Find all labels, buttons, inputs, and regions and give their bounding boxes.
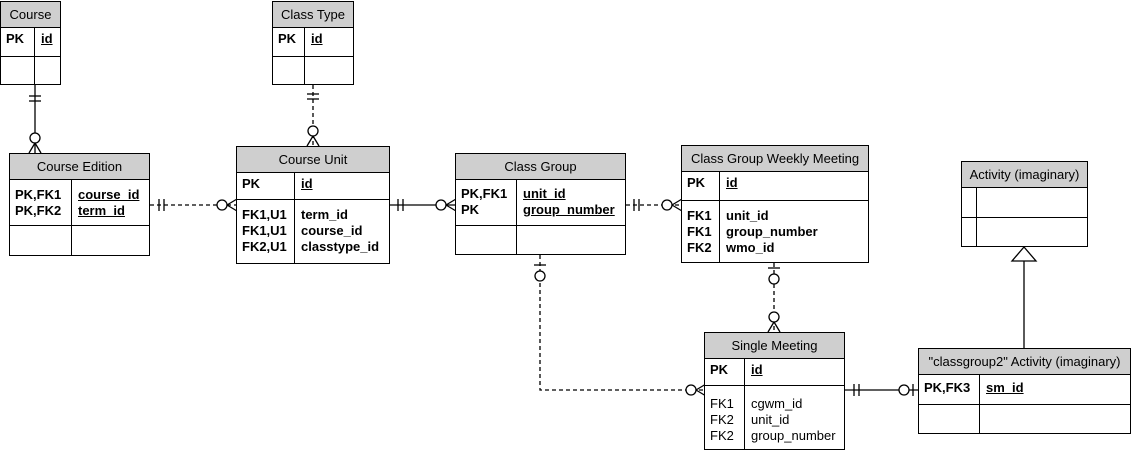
pk-column: PK (237, 173, 295, 199)
attr-column (962, 218, 977, 247)
key-label: PK (242, 176, 261, 191)
entity-title: Single Meeting (705, 333, 844, 359)
field-name: course_id (78, 187, 140, 202)
field-name: group_number (523, 202, 615, 217)
entity-title: Class Group (456, 154, 625, 180)
pk-fields: unit_id group_number (517, 180, 625, 225)
field-name: id (311, 31, 323, 46)
key-label: PK,FK2 (15, 203, 62, 218)
field-name: sm_id (986, 380, 1024, 395)
entity-single-meeting[interactable]: Single Meeting PK id FK1 FK2 FK2 cgwm_id… (704, 332, 845, 450)
entity-title: "classgroup2" Activity (imaginary) (919, 349, 1130, 375)
field-name: wmo_id (726, 240, 775, 255)
entity-course[interactable]: Course PK id (0, 1, 61, 85)
rel-courseedition-courseunit (150, 198, 238, 212)
field-name: unit_id (726, 208, 769, 223)
pk-column: PK (273, 28, 305, 56)
key-label: FK2 (710, 428, 734, 443)
pk-fields: id (295, 173, 389, 199)
attr-keys: FK1 FK1 FK2 (682, 201, 720, 263)
entity-class-group[interactable]: Class Group PK,FK1 PK unit_id group_numb… (455, 153, 626, 255)
field-name: id (751, 362, 763, 377)
attr-column (10, 226, 72, 256)
field-name: group_number (726, 224, 818, 239)
entity-title: Class Type (273, 2, 353, 28)
attr-fields: term_id course_id classtype_id (295, 200, 389, 264)
entity-classgroup2-activity[interactable]: "classgroup2" Activity (imaginary) PK,FK… (918, 348, 1131, 434)
pk-column: PK (1, 28, 35, 56)
attr-keys: FK1 FK2 FK2 (705, 386, 745, 450)
field-name: id (41, 31, 53, 46)
entity-title: Course Unit (237, 147, 389, 173)
attr-column (273, 57, 305, 85)
rel-cgwm-singlemeeting (767, 263, 781, 333)
key-label: FK1,U1 (242, 223, 287, 238)
pk-column: PK,FK1 PK,FK2 (10, 180, 72, 225)
field-name: classtype_id (301, 239, 380, 254)
entity-class-group-weekly-meeting[interactable]: Class Group Weekly Meeting PK id FK1 FK1… (681, 145, 869, 263)
pk-fields: sm_id (980, 375, 1130, 404)
entity-title: Activity (imaginary) (962, 162, 1087, 188)
attr-column (1, 57, 35, 85)
pk-fields: id (745, 359, 844, 385)
attr-column (456, 226, 517, 255)
key-label: PK,FK1 (15, 187, 62, 202)
field-name: unit_id (751, 412, 790, 427)
attr-column (919, 405, 980, 434)
key-label: FK1 (710, 396, 734, 411)
entity-title: Course (1, 2, 60, 28)
field-name: term_id (78, 203, 125, 218)
rel-classtype-courseunit (306, 85, 320, 147)
field-name: id (301, 176, 313, 191)
attr-fields: unit_id group_number wmo_id (720, 201, 868, 263)
field-name: id (726, 175, 738, 190)
entity-course-unit[interactable]: Course Unit PK id FK1,U1 FK1,U1 FK2,U1 t… (236, 146, 390, 264)
entity-title: Course Edition (10, 154, 149, 180)
rel-courseunit-classgroup (390, 198, 457, 212)
key-label: PK (687, 175, 706, 190)
key-label: PK (278, 31, 297, 46)
attr-fields: cgwm_id unit_id group_number (745, 386, 844, 450)
pk-fields: id (720, 172, 868, 200)
key-label: FK2 (710, 412, 734, 427)
key-label: PK,FK1 (461, 186, 508, 201)
pk-column: PK,FK3 (919, 375, 980, 404)
pk-fields: course_id term_id (72, 180, 149, 225)
key-label: PK,FK3 (924, 380, 971, 395)
rel-course-courseedition (28, 85, 42, 154)
rel-inheritance-activity (1010, 246, 1038, 348)
key-label: PK (710, 362, 729, 377)
rel-singlemeeting-cg2activity (845, 384, 919, 396)
field-name: group_number (751, 428, 836, 443)
entity-title: Class Group Weekly Meeting (682, 146, 868, 172)
key-label: FK1,U1 (242, 207, 287, 222)
pk-column: PK,FK1 PK (456, 180, 517, 225)
entity-course-edition[interactable]: Course Edition PK,FK1 PK,FK2 course_id t… (9, 153, 150, 256)
key-label: FK1 (687, 224, 712, 239)
key-label: FK1 (687, 208, 712, 223)
entity-activity[interactable]: Activity (imaginary) (961, 161, 1088, 247)
field-name: unit_id (523, 186, 566, 201)
pk-column: PK (705, 359, 745, 385)
key-label: FK2 (687, 240, 712, 255)
rel-classgroup-singlemeeting (534, 255, 707, 397)
pk-fields: id (305, 28, 353, 56)
pk-column (962, 188, 977, 217)
field-name: term_id (301, 207, 348, 222)
entity-class-type[interactable]: Class Type PK id (272, 1, 354, 85)
field-name: course_id (301, 223, 363, 238)
pk-fields: id (35, 28, 60, 56)
key-label: PK (461, 202, 480, 217)
attr-keys: FK1,U1 FK1,U1 FK2,U1 (237, 200, 295, 264)
rel-classgroup-cgwm (626, 198, 683, 212)
field-name: cgwm_id (751, 396, 803, 411)
pk-column: PK (682, 172, 720, 200)
key-label: FK2,U1 (242, 239, 287, 254)
key-label: PK (6, 31, 25, 46)
